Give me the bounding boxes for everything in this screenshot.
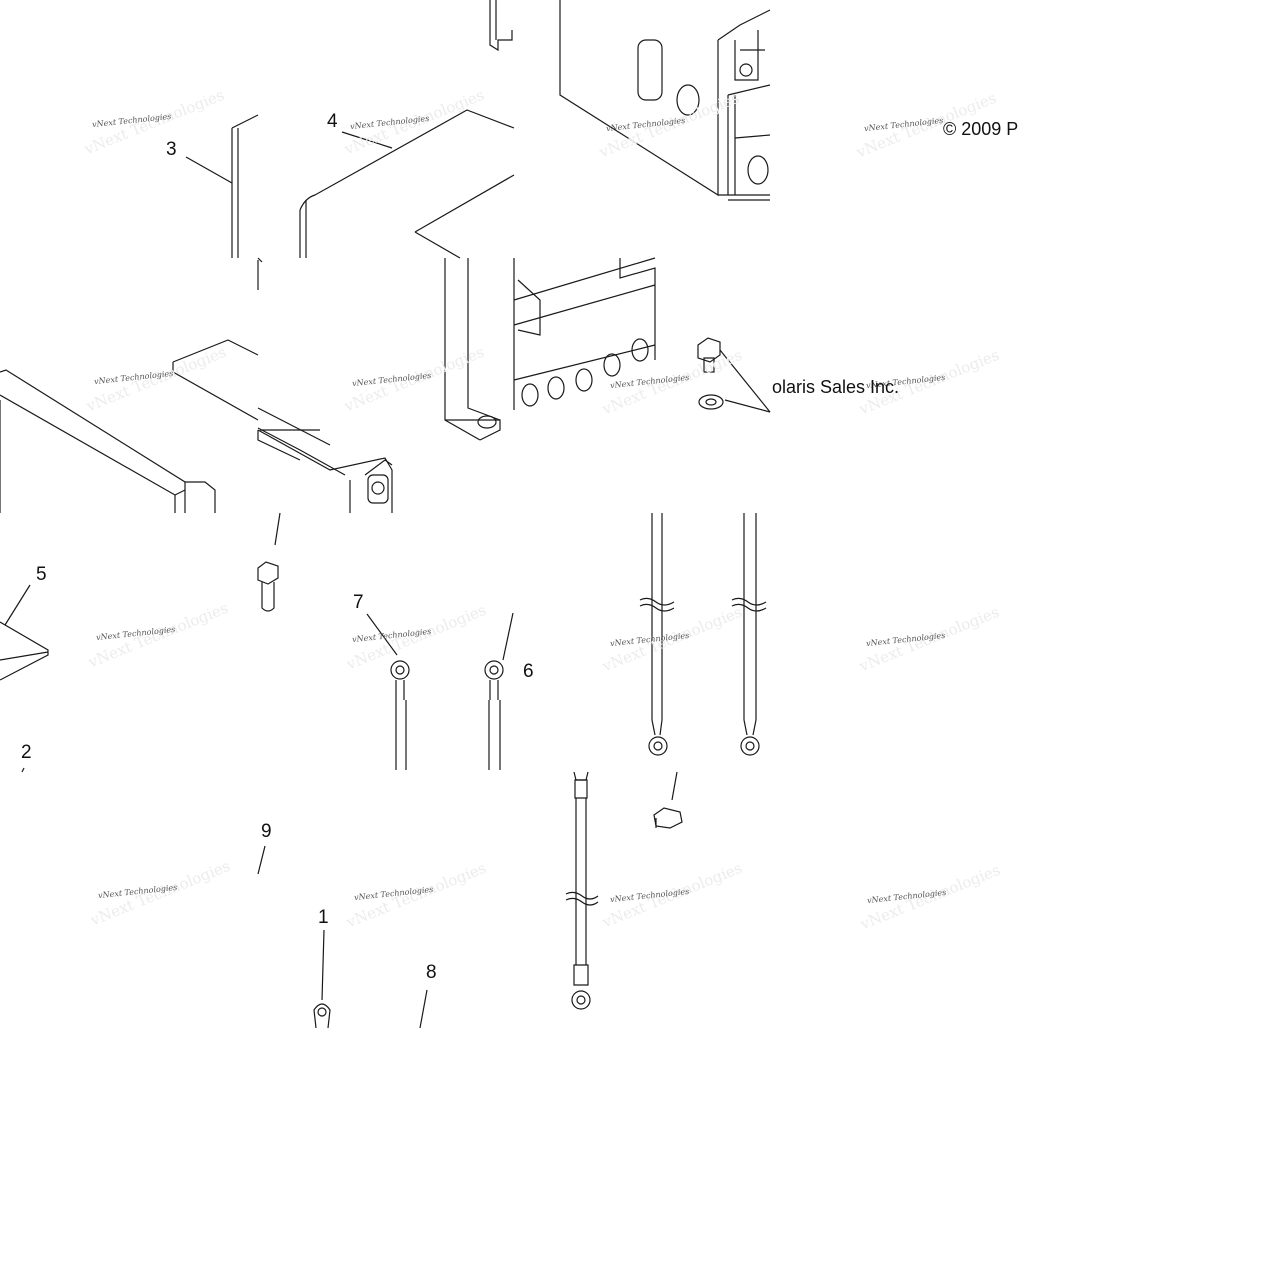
battery-bracket [445, 258, 655, 440]
callout-3: 3 [166, 139, 177, 160]
bracket-fragment-top [490, 0, 512, 50]
part-2-leader [22, 768, 24, 772]
terminal-bolt [654, 772, 682, 828]
copyright-text-part2: olaris Sales Inc. [772, 377, 900, 397]
part-5-tray [0, 370, 215, 513]
cable-6 [485, 613, 513, 770]
part-3-pad [186, 115, 262, 262]
callout-9: 9 [261, 821, 272, 842]
ground-cable [566, 772, 598, 1009]
callout-6: 6 [523, 661, 534, 682]
cable-7 [367, 614, 409, 770]
part-9-leader [258, 846, 265, 874]
part-1-lug [314, 930, 330, 1028]
callout-7: 7 [353, 592, 364, 613]
long-cable-right [732, 513, 766, 755]
callout-1: 1 [318, 907, 329, 928]
bolt-and-washer [698, 338, 770, 412]
callout-2: 2 [21, 742, 32, 763]
battery-top-view [258, 430, 392, 513]
callout-4: 4 [327, 111, 338, 132]
part-5-tray-lower [0, 585, 48, 680]
hold-down-bolt [258, 513, 280, 611]
battery-front-view [560, 0, 770, 200]
long-cable-left [640, 513, 674, 755]
part-8-leader [420, 990, 427, 1028]
part-2-strap [173, 260, 345, 475]
callout-5: 5 [36, 564, 47, 585]
callout-8: 8 [426, 962, 437, 983]
part-4-cover [300, 110, 514, 258]
copyright-text-part1: © 2009 P [943, 120, 1019, 138]
